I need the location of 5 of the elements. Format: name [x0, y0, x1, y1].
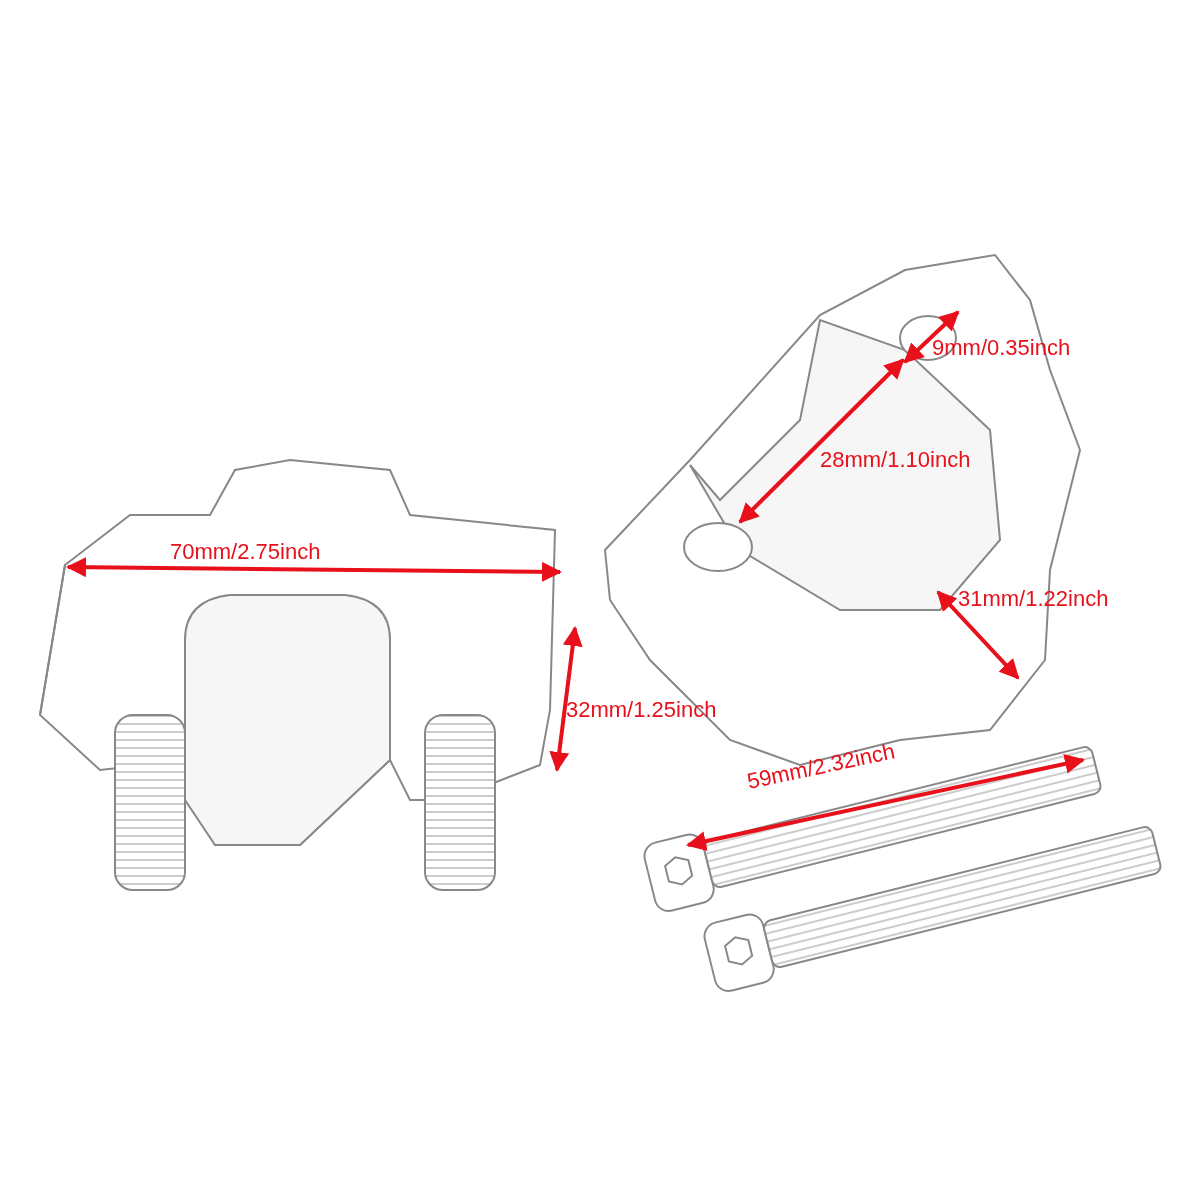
dimension-label: 9mm/0.35inch [932, 336, 1071, 361]
dimension-label: 31mm/1.22inch [958, 587, 1109, 612]
dimension-label: 32mm/1.25inch [566, 698, 717, 723]
dimension-label: 70mm/2.75inch [170, 540, 321, 565]
dimension-label: 28mm/1.10inch [820, 448, 971, 473]
